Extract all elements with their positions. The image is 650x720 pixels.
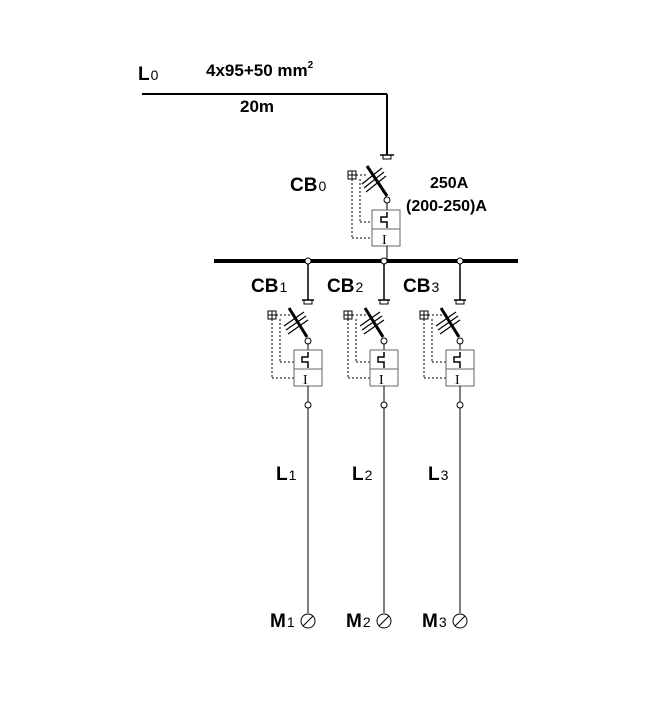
motor-label-2: M2 (346, 611, 371, 632)
feeder-cable: L0 4x95+50 mm2 20m (138, 60, 388, 155)
bus-tap-2 (380, 257, 388, 265)
breaker-label-2: CB2 (327, 276, 363, 297)
line-label-2: L2 (352, 464, 373, 485)
main-breaker-label: CB0 (290, 175, 326, 196)
bus-tap-3 (456, 257, 464, 265)
main-breaker-trip-unit (371, 209, 401, 247)
magnetic-trip-label: I (382, 233, 387, 248)
main-breaker-rating: 250A (430, 175, 469, 192)
breaker-contact-2 (363, 307, 385, 338)
feeder-cable-length: 20m (240, 97, 274, 116)
thermal-trip-icon-1 (301, 352, 309, 368)
thermal-trip-icon-3 (453, 352, 461, 368)
main-breaker-contact (365, 165, 389, 197)
thermal-trip-icon-2 (377, 352, 385, 368)
feeder-label: L0 (138, 64, 159, 85)
motor-label-3: M3 (422, 611, 447, 632)
main-breaker-range: (200-250)A (406, 198, 487, 215)
magnetic-trip-label-1: I (303, 373, 308, 388)
feeder-cable-spec: 4x95+50 mm2 (206, 60, 314, 80)
line-label-3: L3 (428, 464, 449, 485)
line-label-1: L1 (276, 464, 297, 485)
magnetic-trip-label-2: I (379, 373, 384, 388)
magnetic-trip-label-3: I (455, 373, 460, 388)
breaker-contact-1 (287, 307, 309, 338)
breaker-contact-3 (439, 307, 461, 338)
main-breaker: I CB0 250A (200-250)A (290, 154, 487, 261)
motor-label-1: M1 (270, 611, 295, 632)
breaker-label-1: CB1 (251, 276, 287, 297)
thermal-trip-icon (380, 212, 388, 228)
bus-tap-1 (304, 257, 312, 265)
breaker-label-3: CB3 (403, 276, 439, 297)
